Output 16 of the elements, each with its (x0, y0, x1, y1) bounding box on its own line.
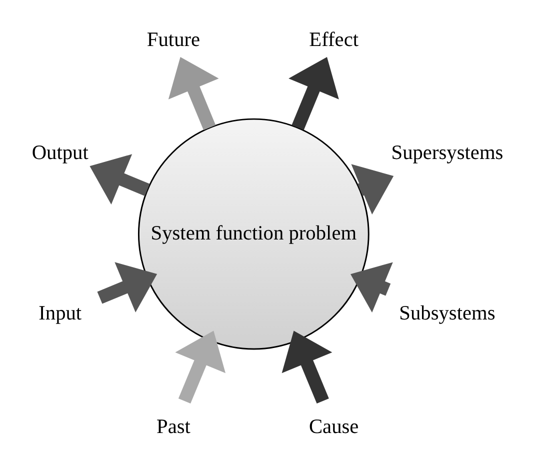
node-text: Cause (308, 416, 358, 438)
node-text: Subsystems (398, 302, 495, 325)
node-text: Effect (308, 28, 358, 51)
node-text: Future (146, 28, 200, 51)
node-text: Input (38, 302, 82, 325)
arrow (288, 57, 338, 130)
arrow (168, 57, 218, 130)
node-text: Output (31, 142, 88, 164)
arrow (96, 262, 157, 312)
arrow (350, 262, 392, 313)
arrow (281, 330, 332, 404)
arrow (174, 330, 226, 404)
arrow (350, 164, 394, 214)
node-text: Supersystems (390, 142, 503, 164)
node-text: Past (156, 416, 190, 438)
arrow (89, 154, 150, 204)
